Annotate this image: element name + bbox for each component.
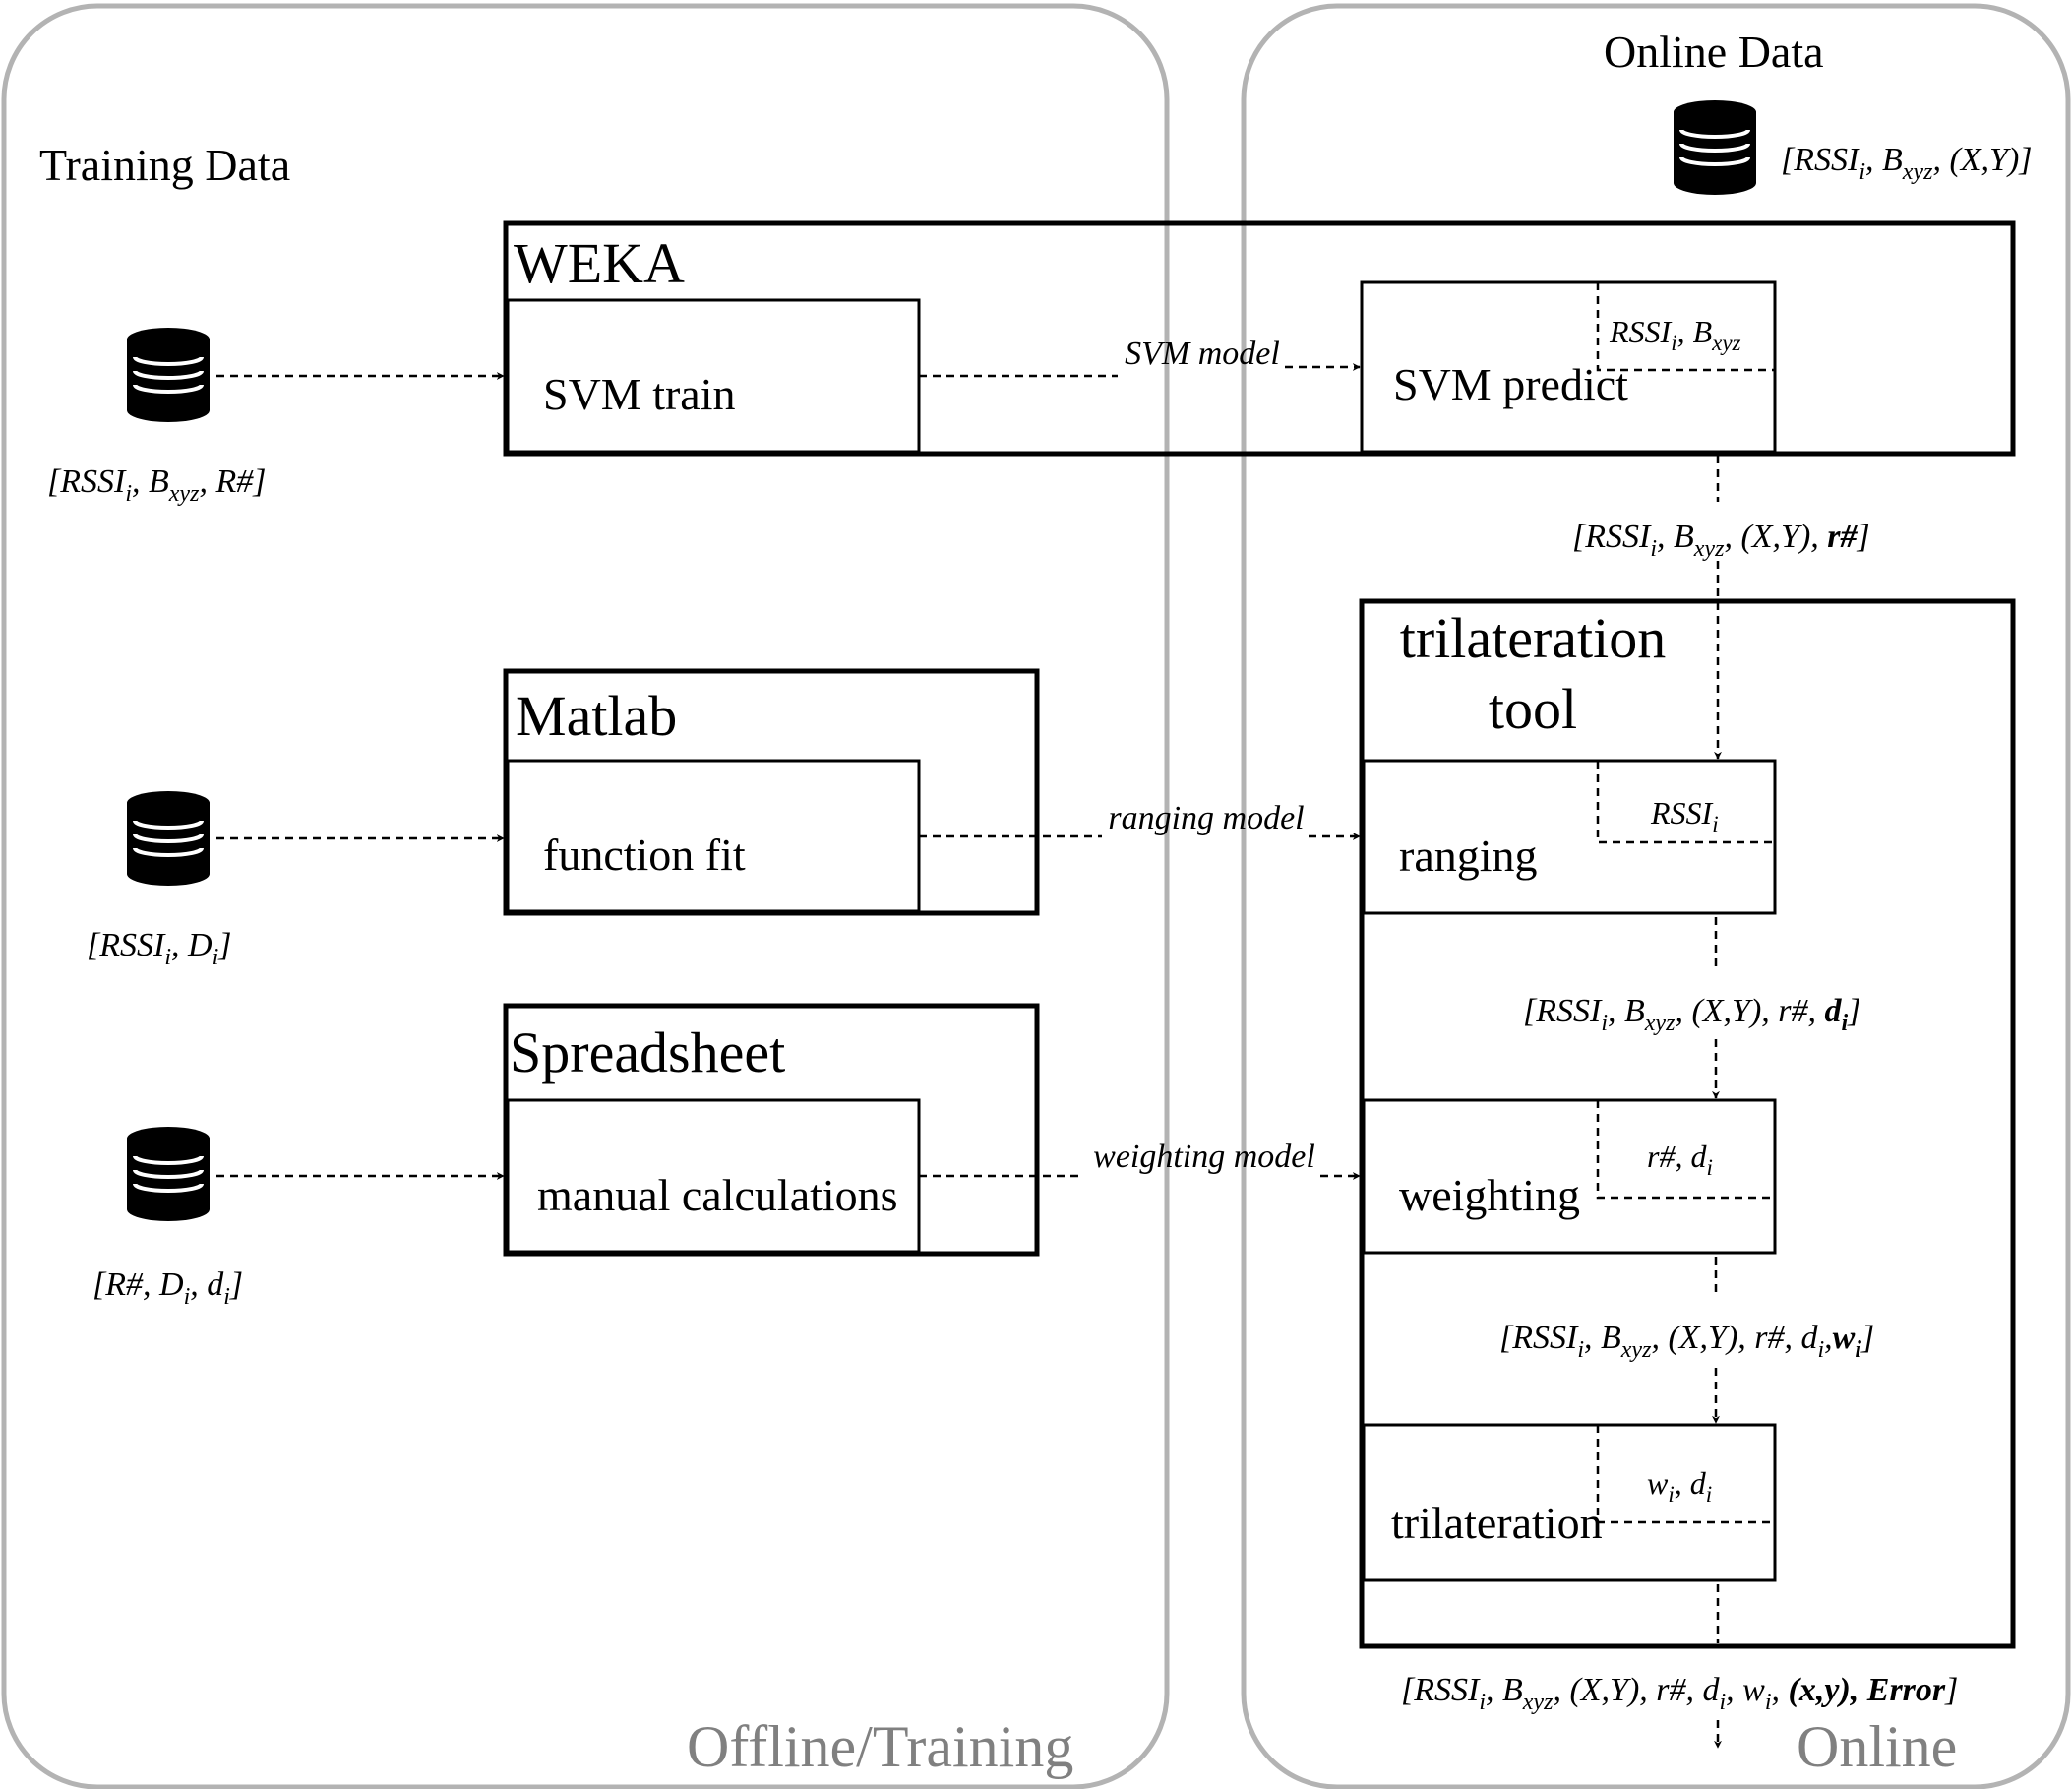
training-database-icon [125, 326, 212, 424]
training-data-label: [R#, Di, di] [92, 1266, 243, 1310]
online-database-label: [RSSIi, Bxyz, (X,Y)] [1781, 142, 2033, 185]
ranging-input-label: RSSIi [1650, 795, 1719, 836]
training-database-icon [125, 1125, 212, 1223]
svm-predict-box [1360, 280, 1777, 454]
svm-train-label: SVM train [543, 369, 736, 419]
weighting-output-label: [RSSIi, Bxyz, (X,Y), r#, di,wi] [1499, 1320, 1874, 1363]
weighting-input-label: r#, di [1647, 1139, 1713, 1180]
ranging-input-frame [1596, 761, 1775, 844]
training-data-label: [RSSIi, Bxyz, R#] [47, 463, 266, 507]
svm-predict-input-label: RSSIi, Bxyz [1609, 314, 1741, 355]
online-panel-label: Online [1797, 1714, 1957, 1779]
manual-calculations-label: manual calculations [537, 1170, 898, 1220]
weka-title: WEKA [514, 231, 685, 295]
trilateration-tool-box [1359, 598, 2016, 1649]
weighting-step-label: weighting [1399, 1170, 1580, 1220]
trilateration-tool-title: tool [1489, 677, 1577, 741]
weighting-input-frame [1596, 1100, 1775, 1200]
online-panel-heading: Online Data [1604, 27, 1824, 77]
spreadsheet-title: Spreadsheet [510, 1020, 785, 1084]
ranging-model-label: ranging model [1108, 800, 1304, 836]
ranging-step-box [1362, 759, 1777, 915]
svm-predict-input-frame [1596, 282, 1775, 372]
final-output-label: [RSSIi, Bxyz, (X,Y), r#, di, wi, (x,y), … [1401, 1672, 1958, 1715]
offline-training-panel [1, 3, 1170, 1789]
weighting-model-label: weighting model [1093, 1139, 1315, 1175]
matlab-box [503, 668, 1040, 916]
svm-train-box [506, 298, 921, 454]
trilateration-input-frame [1596, 1425, 1775, 1524]
trilateration-step-box [1362, 1423, 1777, 1582]
ranging-output-label: [RSSIi, Bxyz, (X,Y), r#, di] [1523, 993, 1860, 1036]
spreadsheet-box [503, 1003, 1040, 1257]
function-fit-label: function fit [543, 830, 746, 880]
predict-output-label: [RSSIi, Bxyz, (X,Y), r#] [1572, 519, 1870, 562]
offline-panel-label: Offline/Training [687, 1714, 1073, 1779]
training-database-icon [125, 789, 212, 888]
trilateration-step-label: trilateration [1391, 1498, 1603, 1548]
manual-calculations-box [506, 1098, 921, 1254]
svm-model-label: SVM model [1125, 336, 1280, 372]
weighting-step-box [1362, 1098, 1777, 1255]
trilateration-input-label: wi, di [1647, 1465, 1712, 1507]
online-panel [1241, 3, 2071, 1789]
function-fit-box [506, 759, 921, 913]
trilateration-tool-title: trilateration [1400, 606, 1667, 670]
online-database-icon [1672, 98, 1758, 197]
svm-predict-label: SVM predict [1393, 359, 1628, 409]
offline-panel-heading: Training Data [39, 140, 290, 190]
training-data-label: [RSSIi, Di] [87, 927, 231, 970]
ranging-step-label: ranging [1399, 831, 1538, 881]
weka-box [503, 220, 2016, 457]
matlab-title: Matlab [516, 684, 677, 748]
